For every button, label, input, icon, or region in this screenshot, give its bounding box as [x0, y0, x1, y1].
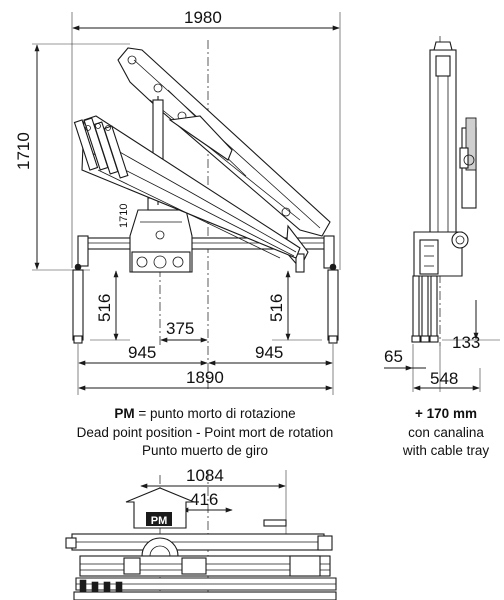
pm-marker-label: PM	[151, 515, 168, 527]
base-width-label: 1890	[186, 368, 224, 387]
cable-caption-line1: + 170 mm	[415, 406, 477, 421]
left-leg-height-label: 516	[95, 294, 114, 322]
pm-caption-line1: PM = punto morto di rotazione	[114, 406, 295, 421]
cable-caption-line2: con canalina	[408, 425, 484, 440]
dead-point-caption: PM = punto morto di rotazione Dead point…	[77, 406, 334, 458]
front-view: 1980 1710 1710	[14, 8, 341, 395]
cable-tray-caption: + 170 mm con canalina with cable tray	[402, 406, 490, 458]
inner-height-label: 1710	[118, 204, 130, 228]
pm-marker: PM	[125, 487, 195, 529]
cable-caption-line3: with cable tray	[402, 443, 490, 458]
pm-caption-line2: Dead point position - Point mort de rota…	[77, 425, 334, 440]
height-label: 1710	[14, 132, 33, 170]
top-length-label: 1084	[186, 466, 224, 485]
overall-width-label: 1980	[184, 8, 222, 27]
right-leg-height-label: 516	[267, 294, 286, 322]
left-half-width-label: 945	[128, 343, 156, 362]
side-view: 133 65 548	[384, 36, 500, 392]
side-height-label: 133	[452, 333, 480, 352]
dead-point-offset-label: 375	[166, 319, 194, 338]
right-half-width-label: 945	[255, 343, 283, 362]
top-offset-label: 416	[190, 490, 218, 509]
side-offset-label: 65	[384, 347, 403, 366]
side-width-label: 548	[430, 369, 458, 388]
top-view: 1084 416 PM	[65, 466, 337, 600]
pm-caption-line3: Punto muerto de giro	[142, 443, 268, 458]
